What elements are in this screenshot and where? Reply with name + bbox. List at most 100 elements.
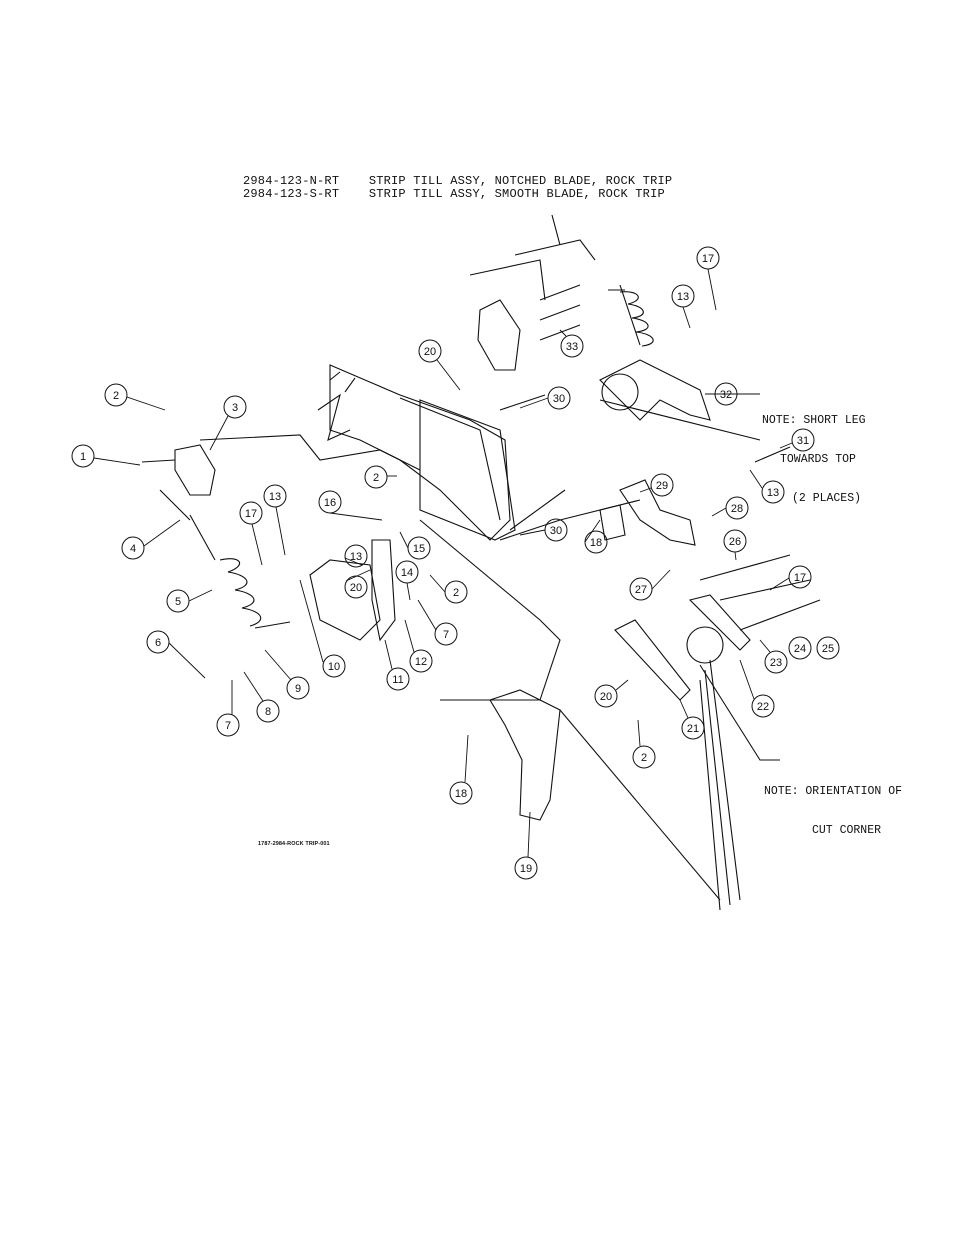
callout-13d: 13 <box>344 544 368 568</box>
callout-4: 4 <box>121 536 145 560</box>
svg-text:33: 33 <box>566 341 578 353</box>
svg-text:13: 13 <box>767 487 779 499</box>
callout-17b: 17 <box>239 501 263 525</box>
callout-10: 10 <box>322 654 346 678</box>
svg-text:3: 3 <box>232 402 238 414</box>
callout-25: 25 <box>816 636 840 660</box>
svg-text:18: 18 <box>455 788 467 800</box>
callout-33: 33 <box>560 334 584 358</box>
svg-text:28: 28 <box>731 503 743 515</box>
svg-text:2: 2 <box>641 752 647 764</box>
svg-text:7: 7 <box>225 720 231 732</box>
svg-text:20: 20 <box>600 691 612 703</box>
shank-19 <box>489 689 561 821</box>
callout-3: 3 <box>223 395 247 419</box>
svg-text:5: 5 <box>175 596 181 608</box>
note-cut-corner: NOTE: ORIENTATION OF CUT CORNER <box>764 785 903 837</box>
frame-plate <box>329 364 511 541</box>
callout-20b: 20 <box>344 575 368 599</box>
svg-text:13: 13 <box>269 491 281 503</box>
callout-16: 16 <box>318 490 342 514</box>
callout-18b: 18 <box>449 781 473 805</box>
svg-text:2: 2 <box>373 472 379 484</box>
spring-left <box>219 558 262 627</box>
callouts: 17 13 33 20 32 30 2 3 31 1 2 13 17 16 13… <box>71 246 840 880</box>
plate-11 <box>371 539 396 642</box>
svg-text:30: 30 <box>553 393 565 405</box>
svg-text:21: 21 <box>687 723 699 735</box>
svg-text:6: 6 <box>155 637 161 649</box>
callout-23: 23 <box>764 650 788 674</box>
callout-13b: 13 <box>761 480 785 504</box>
callout-13c: 13 <box>263 484 287 508</box>
callout-5: 5 <box>166 589 190 613</box>
callout-17c: 17 <box>788 565 812 589</box>
svg-text:1: 1 <box>80 451 86 463</box>
callout-8: 8 <box>256 699 280 723</box>
svg-text:18: 18 <box>590 537 602 549</box>
svg-text:27: 27 <box>635 584 647 596</box>
callout-11: 11 <box>386 667 410 691</box>
callout-24: 24 <box>788 636 812 660</box>
svg-text:16: 16 <box>324 497 336 509</box>
callout-28: 28 <box>725 496 749 520</box>
callout-21: 21 <box>681 716 705 740</box>
callout-2d: 2 <box>632 745 656 769</box>
svg-text:20: 20 <box>350 582 362 594</box>
callout-1: 1 <box>71 444 95 468</box>
callout-2a: 2 <box>104 383 128 407</box>
svg-text:32: 32 <box>720 389 732 401</box>
svg-text:17: 17 <box>702 253 714 265</box>
link-22 <box>688 594 751 651</box>
svg-text:19: 19 <box>520 863 532 875</box>
bracket-3 <box>174 444 216 496</box>
svg-text:13: 13 <box>350 551 362 563</box>
svg-text:7: 7 <box>443 629 449 641</box>
svg-text:15: 15 <box>413 543 425 555</box>
svg-text:24: 24 <box>794 643 806 655</box>
svg-text:30: 30 <box>550 525 562 537</box>
callout-27: 27 <box>629 577 653 601</box>
svg-text:17: 17 <box>245 508 257 520</box>
callout-7b: 7 <box>216 713 240 737</box>
svg-text:31: 31 <box>797 435 809 447</box>
plate-10 <box>309 559 381 641</box>
svg-text:2: 2 <box>113 390 119 402</box>
callout-7a: 7 <box>434 622 458 646</box>
drawing-id: 1787-2984-ROCK TRIP-001 <box>258 841 330 847</box>
callout-14: 14 <box>395 560 419 584</box>
upper-bracket <box>477 299 521 371</box>
callout-19: 19 <box>514 856 538 880</box>
callout-13a: 13 <box>671 284 695 308</box>
callout-31: 31 <box>791 428 815 452</box>
callout-26: 26 <box>723 529 747 553</box>
callout-2b: 2 <box>364 465 388 489</box>
link-21 <box>614 619 691 701</box>
callout-30a: 30 <box>547 386 571 410</box>
svg-text:2: 2 <box>453 587 459 599</box>
spring-top <box>619 291 654 347</box>
callout-29: 29 <box>650 473 674 497</box>
svg-text:12: 12 <box>415 656 427 668</box>
svg-text:23: 23 <box>770 657 782 669</box>
callout-15: 15 <box>407 536 431 560</box>
svg-text:25: 25 <box>822 643 834 655</box>
callout-30b: 30 <box>544 518 568 542</box>
svg-text:10: 10 <box>328 661 340 673</box>
svg-text:11: 11 <box>392 674 403 686</box>
svg-text:20: 20 <box>424 346 436 358</box>
callout-18a: 18 <box>584 530 608 554</box>
callout-9: 9 <box>286 676 310 700</box>
svg-text:22: 22 <box>757 701 769 713</box>
svg-text:29: 29 <box>656 480 668 492</box>
callout-12: 12 <box>409 649 433 673</box>
callout-20c: 20 <box>594 684 618 708</box>
callout-22: 22 <box>751 694 775 718</box>
svg-text:13: 13 <box>677 291 689 303</box>
svg-text:17: 17 <box>794 572 806 584</box>
assembly-title-2: 2984-123-S-RT STRIP TILL ASSY, SMOOTH BL… <box>243 187 665 201</box>
note-short-leg: NOTE: SHORT LEG TOWARDS TOP (2 PLACES) <box>762 414 866 505</box>
callout-17a: 17 <box>696 246 720 270</box>
